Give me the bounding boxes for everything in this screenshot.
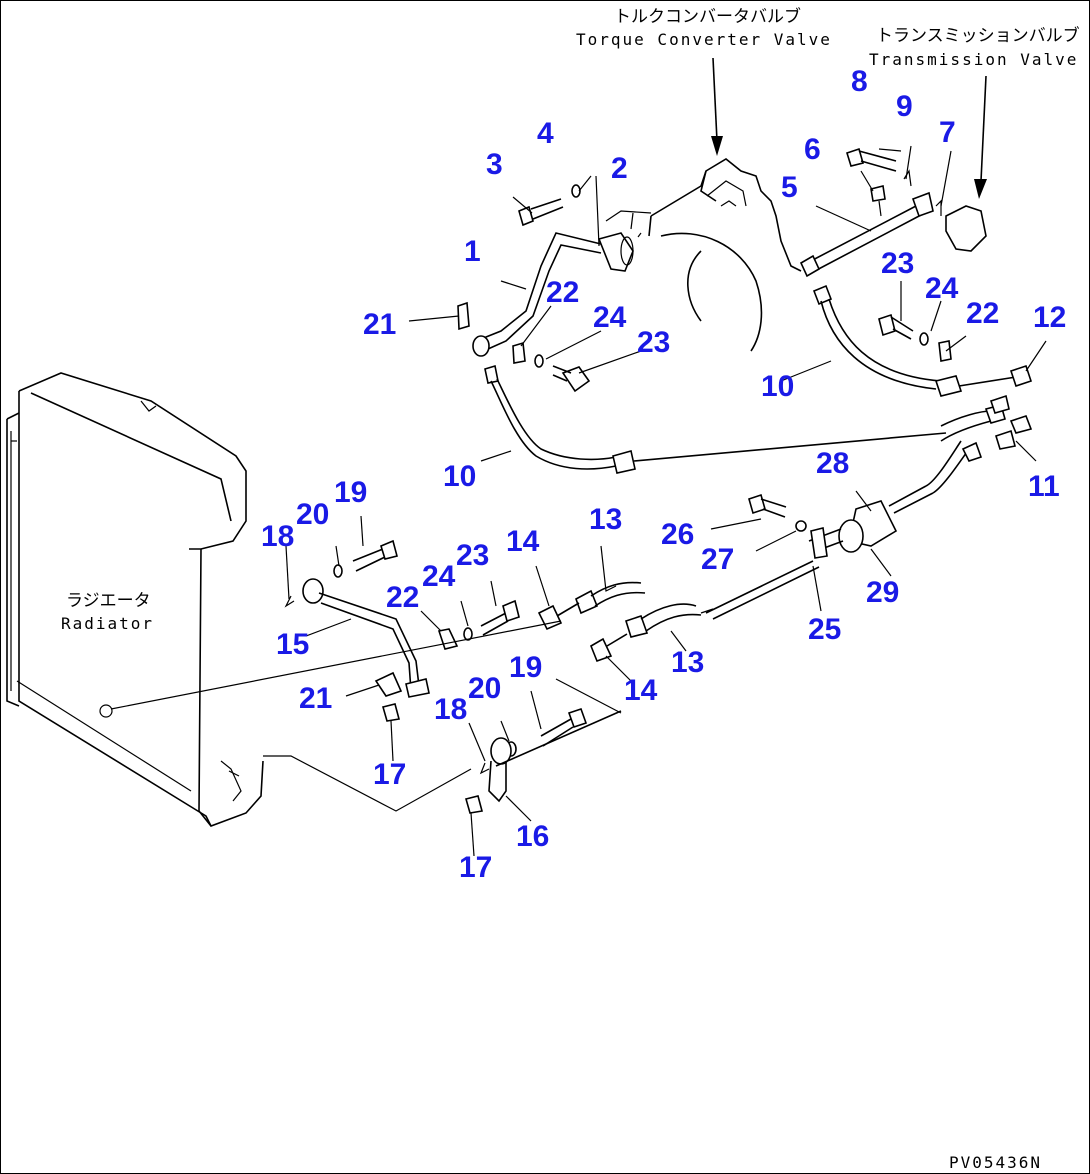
callout-24-right: 24 bbox=[925, 272, 959, 305]
callout-21-top: 21 bbox=[363, 308, 396, 341]
callout-14-bottom: 14 bbox=[624, 674, 658, 707]
bolt-23-top bbox=[534, 354, 591, 393]
callout-12: 12 bbox=[1033, 301, 1066, 334]
fittings-14 bbox=[537, 602, 628, 663]
clip-18-b bbox=[479, 762, 490, 775]
callout-5: 5 bbox=[781, 171, 798, 204]
callout-22-top: 22 bbox=[546, 276, 579, 309]
callout-25: 25 bbox=[808, 613, 841, 646]
callout-20-a: 20 bbox=[296, 498, 329, 531]
plate-22-top bbox=[512, 341, 526, 364]
callout-9: 9 bbox=[896, 90, 913, 123]
tube-15 bbox=[302, 578, 430, 698]
clip-18-a bbox=[284, 595, 295, 608]
callout-10-left: 10 bbox=[443, 460, 476, 493]
clamp-21-top bbox=[457, 301, 470, 331]
transmission-valve-pointer bbox=[945, 75, 987, 252]
filter-assembly bbox=[705, 500, 898, 620]
callout-24-top: 24 bbox=[593, 301, 627, 334]
callout-10-right: 10 bbox=[761, 370, 794, 403]
callout-11: 11 bbox=[1028, 470, 1060, 503]
callout-7: 7 bbox=[939, 116, 956, 149]
callout-17-a: 17 bbox=[373, 758, 406, 791]
transmission-valve-label-jp: トランスミッションバルブ bbox=[876, 25, 1080, 46]
callout-19-b: 19 bbox=[509, 651, 542, 684]
callout-16: 16 bbox=[516, 820, 549, 853]
torque-valve-label: Torque Converter Valve bbox=[576, 30, 832, 49]
callout-19-a: 19 bbox=[334, 476, 367, 509]
nut-17-b bbox=[465, 795, 483, 814]
callout-3: 3 bbox=[486, 148, 503, 181]
bolt-3 bbox=[518, 184, 581, 227]
hose-10-left bbox=[484, 364, 1006, 474]
bracket-16 bbox=[488, 710, 622, 803]
bolts-19-20 bbox=[333, 539, 588, 757]
callout-23-center: 23 bbox=[456, 539, 489, 572]
bolt-26 bbox=[748, 493, 807, 532]
callout-6: 6 bbox=[804, 133, 821, 166]
clamp-21-bottom bbox=[374, 671, 403, 697]
callout-4: 4 bbox=[537, 117, 554, 150]
callout-29: 29 bbox=[866, 576, 899, 609]
nut-17-a bbox=[382, 703, 400, 722]
callout-15: 15 bbox=[276, 628, 309, 661]
part-1-tube bbox=[472, 232, 642, 357]
callout-26: 26 bbox=[661, 518, 694, 551]
fittings-11-12 bbox=[888, 394, 1033, 514]
hoses-13 bbox=[575, 581, 702, 638]
callout-28: 28 bbox=[816, 447, 849, 480]
drawing-number: PV05436N bbox=[949, 1153, 1042, 1172]
callout-24-center: 24 bbox=[422, 560, 456, 593]
torque-converter-housing bbox=[648, 158, 802, 352]
radiator bbox=[6, 372, 264, 827]
callout-17-b: 17 bbox=[459, 851, 492, 884]
radiator-label: Radiator bbox=[61, 614, 154, 633]
bolt-23-right bbox=[878, 313, 952, 362]
callout-18-b: 18 bbox=[434, 693, 467, 726]
callout-1: 1 bbox=[464, 235, 481, 268]
callout-22-center: 22 bbox=[386, 581, 419, 614]
leader-lines bbox=[110, 145, 1047, 857]
callout-2: 2 bbox=[611, 152, 628, 185]
callout-13-top: 13 bbox=[589, 503, 622, 536]
radiator-label-jp: ラジエータ bbox=[66, 591, 151, 611]
torque-valve-label-jp: トルクコンバータバルブ bbox=[614, 6, 801, 27]
callout-23-right: 23 bbox=[881, 247, 914, 280]
part-5-tube bbox=[799, 147, 942, 278]
callout-27: 27 bbox=[701, 543, 734, 576]
callout-13-bottom: 13 bbox=[671, 646, 704, 679]
bolt-group-center bbox=[437, 599, 520, 650]
callout-18-a: 18 bbox=[261, 520, 294, 553]
callout-8: 8 bbox=[851, 65, 868, 98]
transmission-valve-label: Transmission Valve bbox=[869, 50, 1078, 69]
torque-valve-pointer bbox=[711, 57, 723, 156]
callout-21-bottom: 21 bbox=[299, 682, 332, 715]
callout-22-right: 22 bbox=[966, 297, 999, 330]
callout-20-b: 20 bbox=[468, 672, 501, 705]
callout-23-top: 23 bbox=[637, 326, 670, 359]
callout-14-top: 14 bbox=[506, 525, 540, 558]
